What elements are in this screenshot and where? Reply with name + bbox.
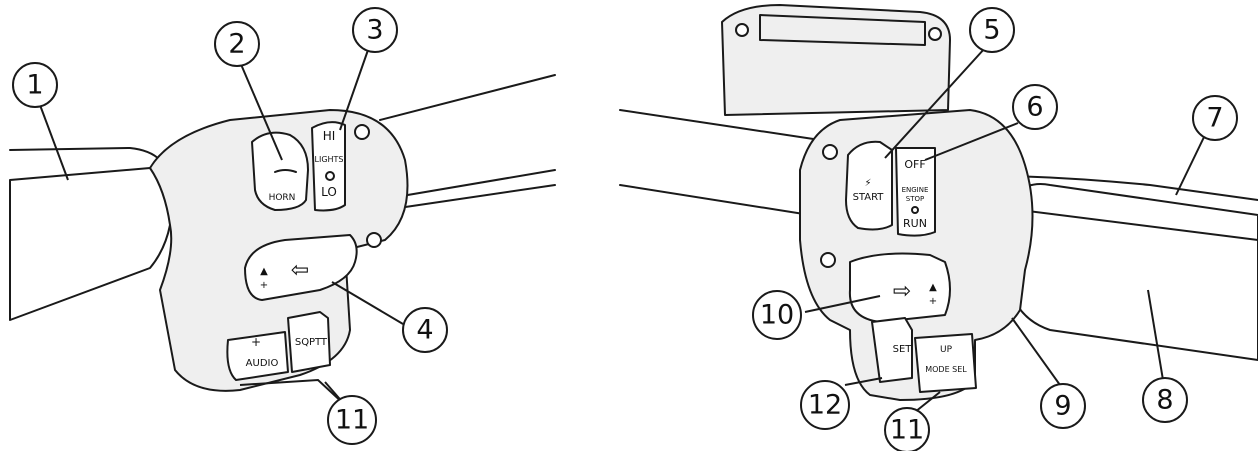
leader-1 xyxy=(39,104,69,181)
left-screw-top xyxy=(354,124,370,140)
headlamp-icon xyxy=(325,171,335,181)
mode-sel-label: MODE SEL xyxy=(925,365,967,374)
right-screw-bottom xyxy=(820,252,836,268)
right-screw-top xyxy=(822,144,838,160)
svg-text:2: 2 xyxy=(228,29,245,60)
leader-2 xyxy=(239,61,283,161)
svg-text:4: 4 xyxy=(416,315,433,346)
callout-4: 4 xyxy=(402,307,448,353)
right-turn-arrow-icon: ⇨ xyxy=(893,279,911,304)
start-icon: ⚡ xyxy=(864,178,871,189)
right-turn-switch xyxy=(848,252,951,323)
run-label: RUN xyxy=(903,217,927,230)
callout-9: 9 xyxy=(1040,383,1086,429)
leader-3 xyxy=(339,49,369,131)
horn-icon xyxy=(274,169,297,173)
hi-label: HI xyxy=(323,129,336,143)
leader-6 xyxy=(924,122,1019,161)
leader-5 xyxy=(884,47,986,159)
ptt-label: PTT xyxy=(309,337,328,348)
callout-7: 7 xyxy=(1192,95,1238,141)
svg-text:12: 12 xyxy=(808,390,842,421)
callout-11b: 11 xyxy=(884,407,930,451)
svg-text:1: 1 xyxy=(26,70,43,101)
leader-lines xyxy=(39,47,1206,413)
audio-switch xyxy=(226,331,289,381)
lights-label: LIGHTS xyxy=(315,155,344,164)
horn-label: HORN xyxy=(269,193,296,203)
left-handlebar-tube xyxy=(9,167,172,321)
mode-sel-switch xyxy=(914,333,977,393)
sq-ptt-switch xyxy=(287,311,331,373)
svg-text:10: 10 xyxy=(760,300,794,331)
hazard-icon-left: ▲ xyxy=(260,266,268,277)
reservoir-screw-right xyxy=(928,27,942,41)
leader-8 xyxy=(1147,289,1164,381)
run-icon xyxy=(911,206,919,214)
callout-6: 6 xyxy=(1012,84,1058,130)
svg-text:11: 11 xyxy=(335,405,369,436)
svg-text:3: 3 xyxy=(366,15,383,46)
audio-plus-label: + xyxy=(251,335,261,349)
callout-10: 10 xyxy=(752,290,802,340)
hazard-plus-right: + xyxy=(929,296,937,307)
svg-text:11: 11 xyxy=(890,415,924,446)
left-turn-arrow-icon: ⇦ xyxy=(291,258,309,283)
leader-9 xyxy=(1011,317,1061,386)
cruise-set-switch xyxy=(871,317,913,383)
off-label: OFF xyxy=(904,158,925,171)
start-switch xyxy=(845,140,893,231)
leader-12 xyxy=(844,377,883,386)
svg-text:9: 9 xyxy=(1054,391,1071,422)
up-label: UP xyxy=(940,345,953,355)
leader-4 xyxy=(331,281,404,325)
leader-10 xyxy=(804,295,881,313)
leader-7 xyxy=(1175,134,1206,196)
left-bar-behind xyxy=(379,74,556,211)
left-turn-switch xyxy=(244,234,358,301)
callout-8: 8 xyxy=(1142,377,1188,423)
master-cylinder xyxy=(721,4,951,116)
engine-label: ENGINE xyxy=(902,186,929,194)
lo-label: LO xyxy=(321,185,337,199)
leader-11b xyxy=(914,391,941,413)
right-grip xyxy=(1009,183,1258,361)
set-label: SET xyxy=(893,344,913,355)
headlamp-switch xyxy=(311,121,346,212)
sq-label: SQ xyxy=(295,337,309,348)
left-grip-edge xyxy=(9,147,161,161)
right-handlebar: ⚡ START OFF ENGINE STOP RUN ⇨ ▲ + SET UP… xyxy=(619,4,1258,401)
left-handlebar: HORN HI LIGHTS LO ⇦ ▲ + + AUDIO SQ PTT xyxy=(9,74,556,392)
stop-label: STOP xyxy=(906,195,924,203)
callout-3: 3 xyxy=(352,7,398,53)
left-screw-bottom xyxy=(366,232,382,248)
callout-12: 12 xyxy=(800,380,850,430)
engine-stop-switch xyxy=(895,147,936,237)
svg-text:7: 7 xyxy=(1206,103,1223,134)
leader-11a xyxy=(239,378,346,406)
reservoir-screw-left xyxy=(735,23,749,37)
start-label: START xyxy=(853,192,885,203)
callout-2: 2 xyxy=(214,21,260,67)
callout-11a: 11 xyxy=(327,395,377,445)
callout-1: 1 xyxy=(12,62,58,108)
callout-5: 5 xyxy=(969,7,1015,53)
right-bar-inner xyxy=(619,109,821,216)
master-cylinder-cap xyxy=(759,14,926,46)
svg-text:8: 8 xyxy=(1156,385,1173,416)
hazard-plus-left: + xyxy=(260,280,268,291)
svg-text:6: 6 xyxy=(1026,92,1043,123)
callouts: 1 2 3 4 5 6 7 8 9 10 11 11 12 xyxy=(12,7,1238,451)
svg-text:5: 5 xyxy=(983,15,1000,46)
hazard-icon-right: ▲ xyxy=(929,282,937,293)
audio-label: AUDIO xyxy=(246,358,279,369)
